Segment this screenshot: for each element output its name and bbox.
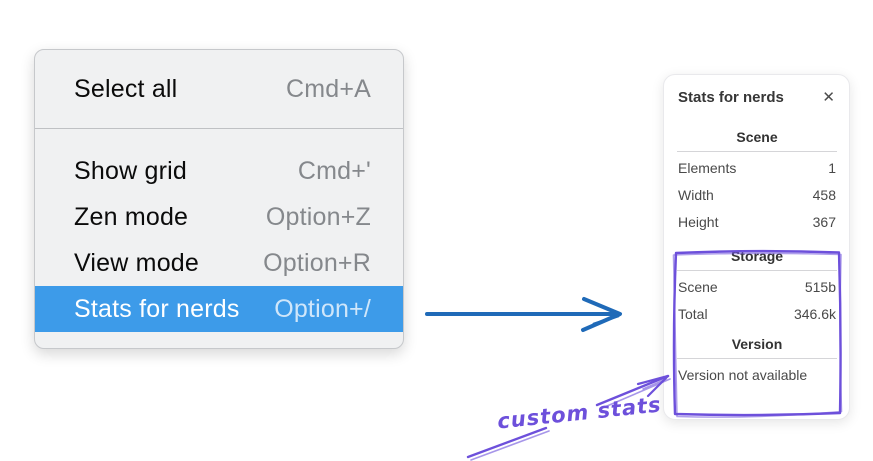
menu-item-label: View mode bbox=[74, 248, 200, 277]
menu-item-shortcut: Option+/ bbox=[274, 294, 371, 323]
stat-value: 515b bbox=[804, 279, 836, 295]
section-header-scene: Scene bbox=[736, 129, 778, 145]
section-divider bbox=[677, 358, 837, 359]
stat-value: 346.6k bbox=[793, 306, 836, 322]
stat-label: Height bbox=[678, 214, 719, 230]
menu-item-show-grid[interactable]: Show grid Cmd+' bbox=[35, 148, 403, 194]
menu-item-shortcut: Cmd+' bbox=[297, 156, 371, 185]
stat-value: 367 bbox=[812, 214, 836, 230]
section-divider bbox=[677, 270, 837, 271]
stats-panel-header: Stats for nerds ✕ bbox=[678, 86, 836, 108]
menu-item-view-mode[interactable]: View mode Option+R bbox=[35, 240, 403, 286]
menu-item-stats-for-nerds[interactable]: Stats for nerds Option+/ bbox=[35, 286, 403, 332]
version-note: Version not available bbox=[678, 367, 808, 383]
stat-label: Scene bbox=[678, 279, 718, 295]
menu-item-shortcut: Option+R bbox=[263, 248, 371, 277]
stat-label: Total bbox=[678, 306, 708, 322]
menu-item-shortcut: Cmd+A bbox=[285, 74, 371, 103]
menu-item-shortcut: Option+Z bbox=[265, 202, 371, 231]
stat-row-scene-storage: Scene 515b bbox=[678, 274, 836, 301]
stats-panel: Stats for nerds ✕ Scene Elements 1 Width… bbox=[663, 74, 850, 420]
stat-row-total-storage: Total 346.6k bbox=[678, 301, 836, 328]
stat-label: Elements bbox=[678, 160, 737, 176]
menu-item-label: Show grid bbox=[74, 156, 187, 185]
stat-row-height: Height 367 bbox=[678, 209, 836, 236]
stat-label: Width bbox=[678, 187, 714, 203]
menu-group: Show grid Cmd+' Zen mode Option+Z View m… bbox=[35, 129, 403, 348]
menu-item-label: Zen mode bbox=[74, 202, 189, 231]
menu-item-label: Stats for nerds bbox=[74, 294, 240, 323]
blue-arrow bbox=[425, 297, 622, 332]
section-header-version: Version bbox=[731, 336, 783, 352]
stat-row-elements: Elements 1 bbox=[678, 155, 836, 182]
stat-value: 1 bbox=[828, 160, 836, 176]
menu-divider bbox=[35, 128, 403, 129]
close-icon[interactable]: ✕ bbox=[822, 87, 835, 106]
context-menu: Select all Cmd+A Show grid Cmd+' Zen mod… bbox=[34, 49, 404, 349]
menu-item-zen-mode[interactable]: Zen mode Option+Z bbox=[35, 194, 403, 240]
stat-value: 458 bbox=[812, 187, 836, 203]
menu-item-label: Select all bbox=[74, 74, 178, 103]
menu-item-select-all[interactable]: Select all Cmd+A bbox=[35, 50, 403, 128]
stats-panel-title: Stats for nerds bbox=[678, 88, 784, 106]
stat-row-width: Width 458 bbox=[678, 182, 836, 209]
section-header-storage: Storage bbox=[730, 248, 784, 264]
section-divider bbox=[677, 151, 837, 152]
annotation-custom-stats-label: custom stats bbox=[496, 392, 663, 434]
